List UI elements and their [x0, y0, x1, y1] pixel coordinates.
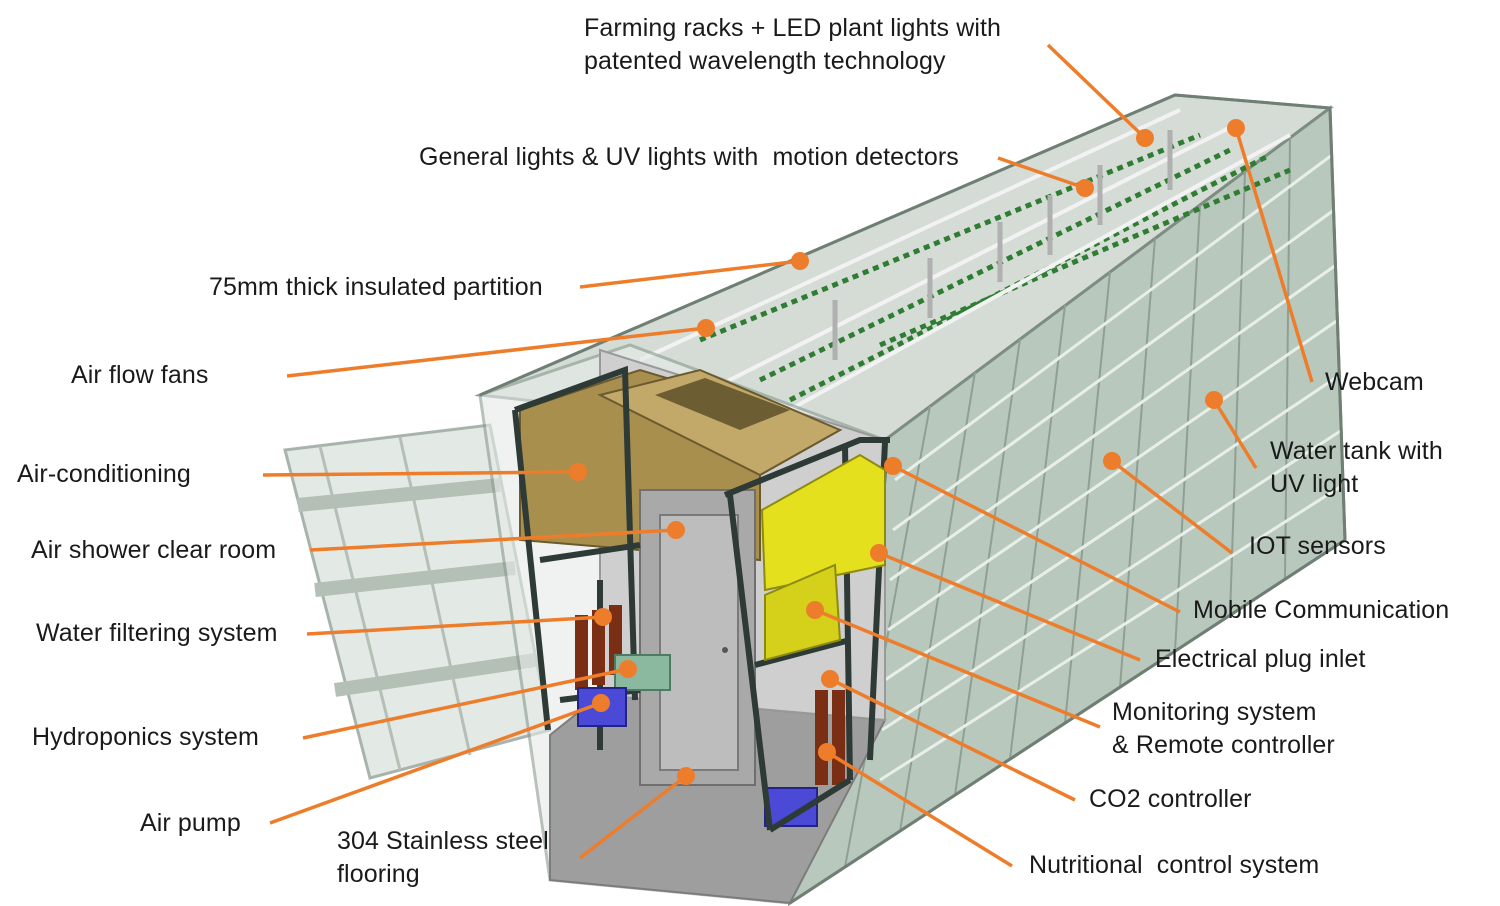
label-partition: 75mm thick insulated partition	[209, 273, 543, 301]
label-mobile-comm: Mobile Communication	[1193, 596, 1450, 624]
leader-hydroponics	[302, 667, 629, 740]
marker-air-conditioning	[569, 463, 587, 481]
leader-nutritional	[826, 750, 1013, 868]
hydroponics-tank	[614, 654, 671, 691]
leader-water-filtering	[306, 615, 604, 636]
marker-hydroponics	[619, 660, 637, 678]
leader-air-conditioning	[262, 470, 579, 477]
label-air-flow-fans: Air flow fans	[71, 361, 209, 389]
monitoring-panel	[764, 563, 842, 662]
label-webcam: Webcam	[1325, 368, 1424, 396]
leader-lines	[262, 43, 1314, 868]
control-panel	[760, 453, 886, 592]
door-verticals	[318, 436, 472, 771]
label-electrical-plug: Electrical plug inlet	[1155, 645, 1366, 673]
leader-electrical-plug	[878, 551, 1141, 662]
marker-flooring	[677, 767, 695, 785]
marker-farming-racks	[1136, 129, 1154, 147]
label-farming-racks: Farming racks + LED plant lights with pa…	[584, 14, 1002, 75]
leader-air-flow-fans	[286, 326, 707, 378]
marker-iot-sensors	[1103, 452, 1121, 470]
label-hydroponics: Hydroponics system	[32, 723, 259, 751]
marker-air-shower	[667, 521, 685, 539]
leader-farming-racks	[1046, 43, 1147, 140]
filter-tubes	[575, 605, 845, 785]
marker-nutritional	[818, 743, 836, 761]
marker-general-lights	[1076, 179, 1094, 197]
leader-air-shower	[309, 528, 677, 552]
label-nutritional: Nutritional control system	[1029, 851, 1320, 879]
top-cross-beams	[832, 130, 1173, 360]
marker-monitoring	[806, 601, 824, 619]
air-shower-door	[659, 514, 739, 771]
label-air-pump: Air pump	[140, 809, 241, 837]
label-air-shower: Air shower clear room	[31, 536, 277, 564]
marker-co2	[821, 670, 839, 688]
container-illustration	[283, 93, 1347, 906]
air-conditioner-vent	[655, 378, 790, 430]
side-wall-ribs	[844, 137, 1291, 868]
label-monitoring: Monitoring system & Remote controller	[1112, 698, 1335, 759]
led-light-bars	[639, 108, 1291, 417]
label-co2: CO2 controller	[1089, 785, 1252, 813]
door-handle	[722, 647, 728, 653]
leader-iot-sensors	[1110, 459, 1234, 555]
leader-water-tank	[1212, 399, 1258, 469]
leader-mobile-comm	[892, 464, 1181, 614]
label-water-filtering: Water filtering system	[36, 619, 278, 647]
marker-air-flow-fans	[697, 319, 715, 337]
leader-monitoring	[814, 608, 1101, 729]
door-bars	[297, 478, 537, 697]
marker-webcam	[1227, 119, 1245, 137]
marker-partition	[791, 252, 809, 270]
leader-air-pump	[269, 701, 602, 825]
label-water-tank: Water tank with UV light	[1270, 437, 1443, 498]
container-outline	[479, 93, 1347, 905]
label-flooring: 304 Stainless steel flooring	[337, 827, 549, 888]
leader-webcam	[1234, 127, 1314, 383]
marker-mobile-comm	[884, 457, 902, 475]
leader-general-lights	[997, 156, 1086, 190]
leader-partition	[579, 259, 801, 289]
label-general-lights: General lights & UV lights with motion d…	[419, 143, 959, 171]
marker-water-tank	[1205, 391, 1223, 409]
label-iot-sensors: IOT sensors	[1249, 532, 1386, 560]
marker-electrical-plug	[870, 544, 888, 562]
marker-water-filtering	[594, 608, 612, 626]
marker-air-pump	[592, 694, 610, 712]
label-air-conditioning: Air-conditioning	[17, 460, 191, 488]
leader-co2	[829, 677, 1076, 802]
leader-flooring	[578, 774, 688, 860]
